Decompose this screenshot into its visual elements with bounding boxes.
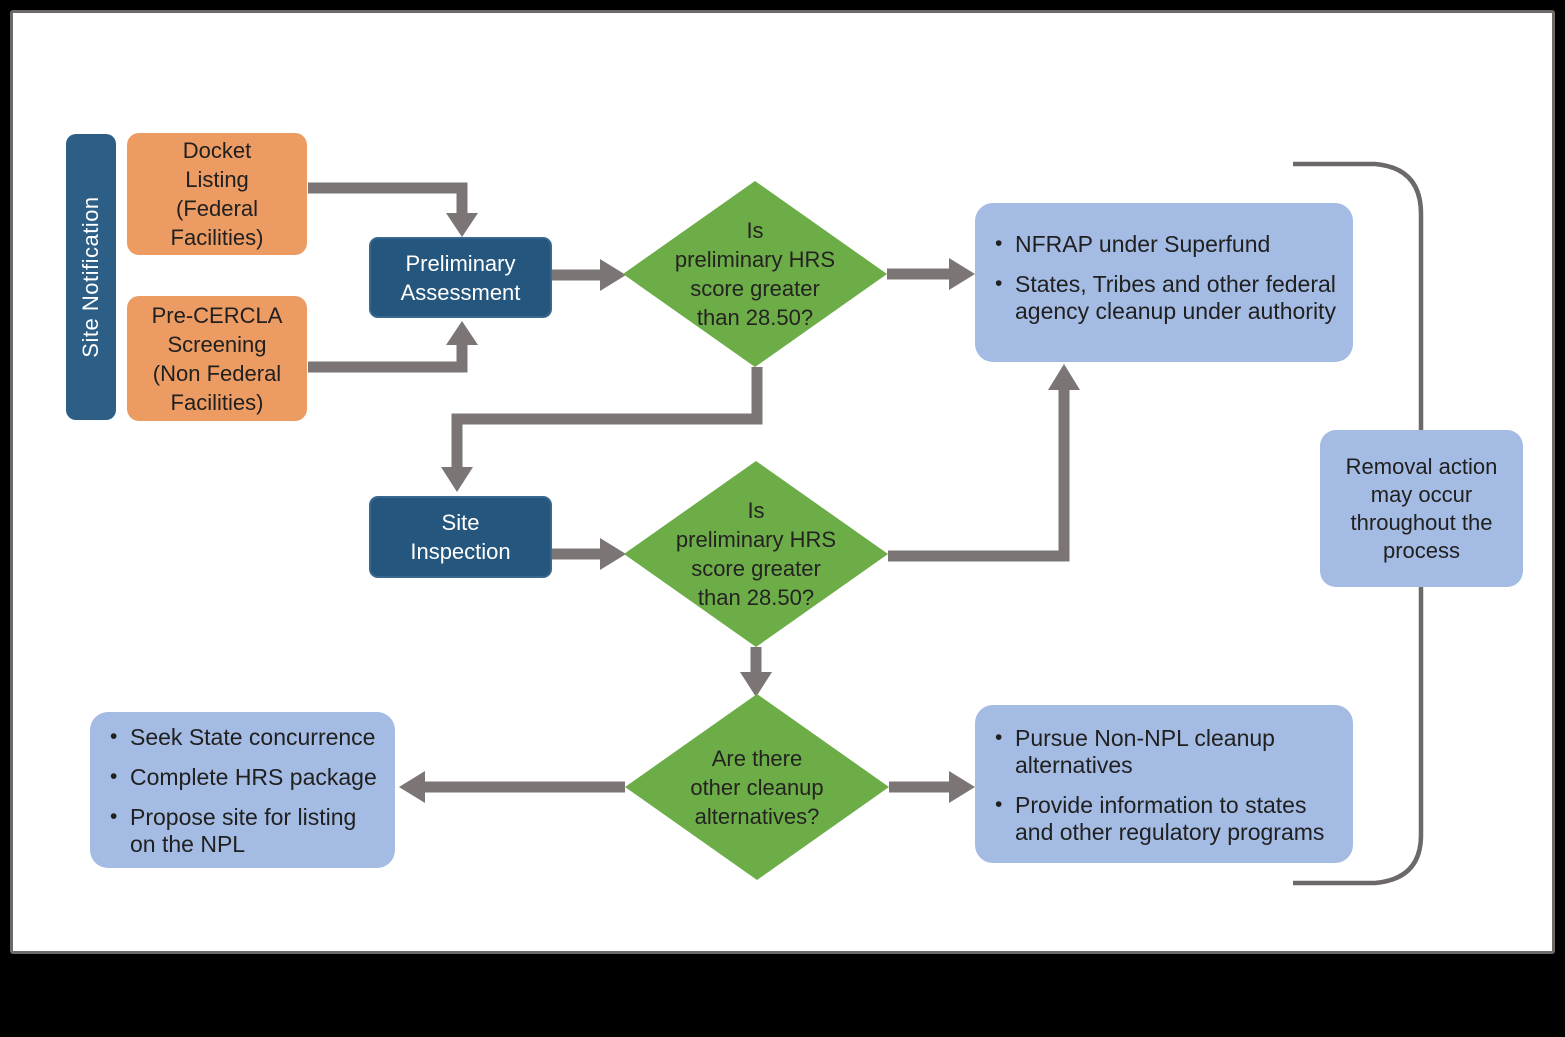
decision-hrs-score-2-label: Is preliminary HRS score greater than 28… <box>675 498 837 610</box>
bullet-item: Complete HRS package <box>110 763 387 791</box>
nfrap-outcome-box: NFRAP under SuperfundStates, Tribes and … <box>975 203 1353 362</box>
bullet-item: Provide information to states and other … <box>995 791 1345 846</box>
decision-hrs-score-1-label: Is preliminary HRS score greater than 28… <box>674 218 836 330</box>
bullet-item: NFRAP under Superfund <box>995 230 1345 258</box>
preliminary-assessment-box: Preliminary Assessment <box>369 237 552 318</box>
bullet-item: Propose site for listing on the NPL <box>110 803 387 858</box>
non-npl-bullet-list: Pursue Non-NPL cleanup alternativesProvi… <box>975 705 1353 846</box>
npl-listing-box: Seek State concurrenceComplete HRS packa… <box>90 712 395 868</box>
removal-action-note-label: Removal action may occur throughout the … <box>1345 453 1498 563</box>
npl-listing-bullet-list: Seek State concurrenceComplete HRS packa… <box>90 712 395 858</box>
preliminary-assessment-label: Preliminary Assessment <box>400 250 521 305</box>
site-notification-label: Site Notification <box>78 196 103 358</box>
bullet-item: Seek State concurrence <box>110 723 387 751</box>
docket-listing-box: Docket Listing (Federal Facilities) <box>127 133 307 255</box>
docket-listing-label: Docket Listing (Federal Facilities) <box>170 138 264 250</box>
removal-action-note: Removal action may occur throughout the … <box>1320 430 1523 587</box>
non-npl-outcome-box: Pursue Non-NPL cleanup alternativesProvi… <box>975 705 1353 863</box>
site-inspection-label: Site Inspection <box>410 510 511 564</box>
decision-cleanup-alternatives-label: Are there other cleanup alternatives? <box>690 745 824 829</box>
site-inspection-box: Site Inspection <box>369 496 552 578</box>
pre-cercla-screening-label: Pre-CERCLA Screening (Non Federal Facili… <box>151 302 283 415</box>
nfrap-bullet-list: NFRAP under SuperfundStates, Tribes and … <box>975 203 1353 325</box>
bullet-item: States, Tribes and other federal agency … <box>995 270 1345 325</box>
bullet-item: Pursue Non-NPL cleanup alternatives <box>995 724 1345 779</box>
site-notification-bar: Site Notification <box>66 134 116 420</box>
pre-cercla-screening-box: Pre-CERCLA Screening (Non Federal Facili… <box>127 296 307 421</box>
